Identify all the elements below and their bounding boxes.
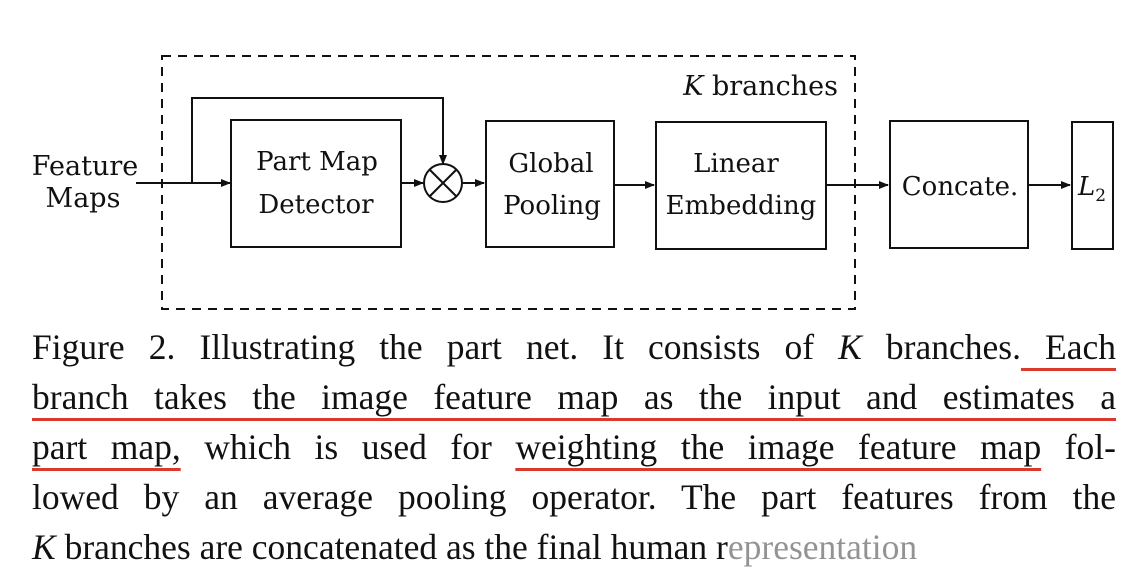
caption-line-3: part map, which is used for weighting th…: [32, 422, 1116, 472]
caption-math-k: K: [32, 527, 56, 567]
linear-embedding-label: Linear: [693, 149, 779, 179]
l2-box: [1071, 121, 1114, 250]
caption-line-4: lowed by an average pooling operator. Th…: [32, 472, 1116, 522]
feature-maps-label-2: Maps: [46, 183, 121, 214]
feature-maps-label: Feature: [32, 151, 138, 182]
concat-label: Concate.: [902, 172, 1018, 202]
caption-line-2: branch takes the image feature map as th…: [32, 372, 1116, 422]
part-map-detector-label-2: Detector: [258, 190, 374, 220]
k-branches-label: K branches: [682, 71, 838, 102]
caption-underline-branch: branch takes the image feature map as th…: [32, 377, 1116, 417]
l2-label: L2: [1077, 172, 1106, 206]
caption-underline-each: Each: [1020, 327, 1116, 367]
global-pooling-box: [485, 120, 615, 248]
caption-line-1: Figure 2. Illustrating the part net. It …: [32, 322, 1116, 372]
caption-text: branches are concatenated as the final h…: [55, 527, 728, 567]
caption-faded-text: epresentation: [727, 527, 918, 567]
caption-line-5: K branches are concatenated as the final…: [32, 522, 1116, 572]
caption-text: fol-: [1041, 427, 1116, 467]
part-map-detector-box: [230, 119, 402, 248]
caption-text: lowed by an average pooling operator. Th…: [32, 477, 1116, 517]
global-pooling-label: Global: [508, 149, 593, 179]
caption-text: which is used for: [180, 427, 516, 467]
caption-underline-part-map: part map,: [32, 427, 181, 467]
concat-box: [889, 120, 1029, 249]
multiply-icon-stroke-b: [429, 169, 457, 197]
part-net-diagram: K branches Feature Maps Part Map Detecto…: [32, 55, 1114, 310]
caption-text: branches.: [861, 327, 1021, 367]
caption-text: Figure 2. Illustrating the part net. It …: [32, 327, 839, 367]
caption-underline-weighting: weighting the image feature map: [515, 427, 1042, 467]
figure-caption: Figure 2. Illustrating the part net. It …: [32, 322, 1116, 572]
caption-math-k: K: [838, 327, 862, 367]
global-pooling-label-2: Pooling: [503, 191, 601, 221]
linear-embedding-label-2: Embedding: [666, 191, 817, 221]
skip-connection-arrow: [191, 97, 447, 183]
part-map-detector-label: Part Map: [256, 147, 378, 177]
linear-embedding-box: [655, 121, 827, 250]
